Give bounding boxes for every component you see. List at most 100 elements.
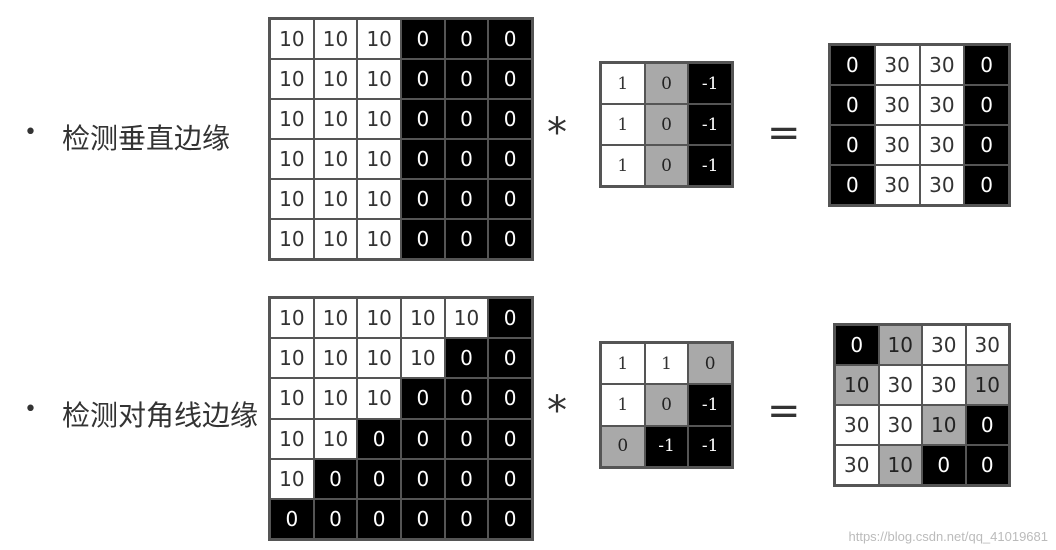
matrix-cell: 0 — [313, 458, 358, 499]
matrix-cell: 0 — [835, 325, 879, 365]
matrix-cell: 1 — [601, 104, 645, 145]
matrix-cell: 0 — [644, 384, 689, 426]
matrix-cell: 0 — [401, 498, 445, 539]
matrix-cell: 1 — [601, 384, 645, 426]
matrix-cell: 1 — [601, 63, 645, 104]
matrix-cell: 1 — [601, 145, 645, 186]
multiply-sign-row1: * — [547, 110, 567, 156]
matrix-cell: 0 — [488, 99, 532, 139]
matrix-cell: 30 — [874, 85, 920, 125]
matrix-cell: 10 — [878, 445, 922, 485]
matrix-cell: 10 — [835, 365, 879, 405]
matrix-cell: 0 — [444, 418, 489, 459]
matrix-cell: 10 — [270, 458, 314, 499]
matrix-cell: 10 — [313, 59, 358, 99]
matrix-cell: 0 — [830, 45, 875, 85]
matrix-cell: 0 — [488, 179, 532, 219]
bullet-row2: • — [24, 397, 37, 422]
matrix-cell: -1 — [688, 145, 732, 186]
matrix-cell: 10 — [357, 338, 401, 379]
matrix-cell: 10 — [270, 378, 314, 419]
matrix-cell: 10 — [270, 219, 314, 259]
matrix-cell: 0 — [357, 498, 401, 539]
matrix-cell: 0 — [830, 165, 875, 205]
matrix-cell: 30 — [835, 445, 879, 485]
label-vertical-edge: 检测垂直边缘 — [62, 122, 231, 155]
matrix-cell: 30 — [965, 325, 1009, 365]
matrix-cell: 30 — [919, 85, 965, 125]
matrix-cell: 10 — [357, 59, 401, 99]
matrix-cell: 0 — [488, 298, 532, 339]
matrix-cell: 30 — [874, 165, 920, 205]
matrix-cell: 0 — [488, 219, 532, 259]
matrix-cell: 10 — [444, 298, 489, 339]
equals-sign-row2: = — [767, 388, 801, 434]
matrix-cell: 0 — [488, 19, 532, 59]
matrix-cell: 0 — [488, 418, 532, 459]
matrix-cell: 10 — [270, 338, 314, 379]
matrix-cell: -1 — [644, 425, 689, 467]
matrix-cell: 30 — [874, 125, 920, 165]
matrix-cell: 10 — [313, 179, 358, 219]
matrix-cell: 0 — [401, 378, 445, 419]
matrix-cell: 0 — [270, 498, 314, 539]
matrix-cell: 10 — [357, 378, 401, 419]
matrix-cell: 0 — [401, 179, 445, 219]
matrix-cell: 0 — [401, 59, 445, 99]
matrix-cell: 10 — [401, 298, 445, 339]
matrix-cell: 10 — [313, 338, 358, 379]
matrix-cell: 10 — [357, 179, 401, 219]
matrix-cell: 0 — [964, 125, 1009, 165]
matrix-cell: 10 — [270, 59, 314, 99]
matrix-cell: 10 — [270, 179, 314, 219]
matrix-cell: 0 — [488, 59, 532, 99]
matrix-cell: 10 — [313, 378, 358, 419]
matrix-cell: 10 — [270, 19, 314, 59]
matrix-cell: 10 — [313, 139, 358, 179]
matrix-cell: 0 — [601, 425, 645, 467]
matrix-cell: 0 — [444, 219, 489, 259]
label-diagonal-edge: 检测对角线边缘 — [62, 399, 259, 432]
matrix-cell: 0 — [444, 458, 489, 499]
matrix-cell: 10 — [313, 418, 358, 459]
matrix-cell: 30 — [878, 365, 922, 405]
matrix-cell: 0 — [488, 139, 532, 179]
matrix-cell: 10 — [878, 325, 922, 365]
matrix-cell: 1 — [644, 343, 689, 385]
matrix-cell: -1 — [688, 384, 732, 426]
matrix-cell: 0 — [964, 85, 1009, 125]
matrix-cell: 0 — [488, 378, 532, 419]
matrix-cell: 0 — [357, 458, 401, 499]
matrix-cell: 0 — [444, 179, 489, 219]
matrix-cell: 0 — [313, 498, 358, 539]
matrix-cell: 10 — [401, 338, 445, 379]
matrix-cell: 10 — [270, 418, 314, 459]
matrix-cell: 0 — [401, 19, 445, 59]
matrix-cell: 0 — [830, 125, 875, 165]
matrix-cell: 0 — [964, 45, 1009, 85]
matrix-cell: 0 — [357, 418, 401, 459]
matrix-cell: 10 — [357, 19, 401, 59]
matrix-cell: 0 — [444, 99, 489, 139]
matrix-cell: 0 — [688, 343, 732, 385]
matrix-cell: 0 — [964, 165, 1009, 205]
matrix-cell: 10 — [270, 298, 314, 339]
matrix-cell: 30 — [835, 405, 879, 445]
matrix-cell: 0 — [444, 378, 489, 419]
matrix-cell: 0 — [965, 445, 1009, 485]
matrix-cell: 0 — [401, 418, 445, 459]
matrix-cell: 10 — [357, 298, 401, 339]
matrix-cell: 0 — [644, 63, 689, 104]
matrix-cell: 10 — [313, 298, 358, 339]
matrix-cell: 0 — [401, 219, 445, 259]
matrix-cell: 10 — [270, 139, 314, 179]
matrix-cell: 0 — [444, 19, 489, 59]
matrix-cell: 0 — [644, 145, 689, 186]
matrix-cell: 0 — [401, 458, 445, 499]
